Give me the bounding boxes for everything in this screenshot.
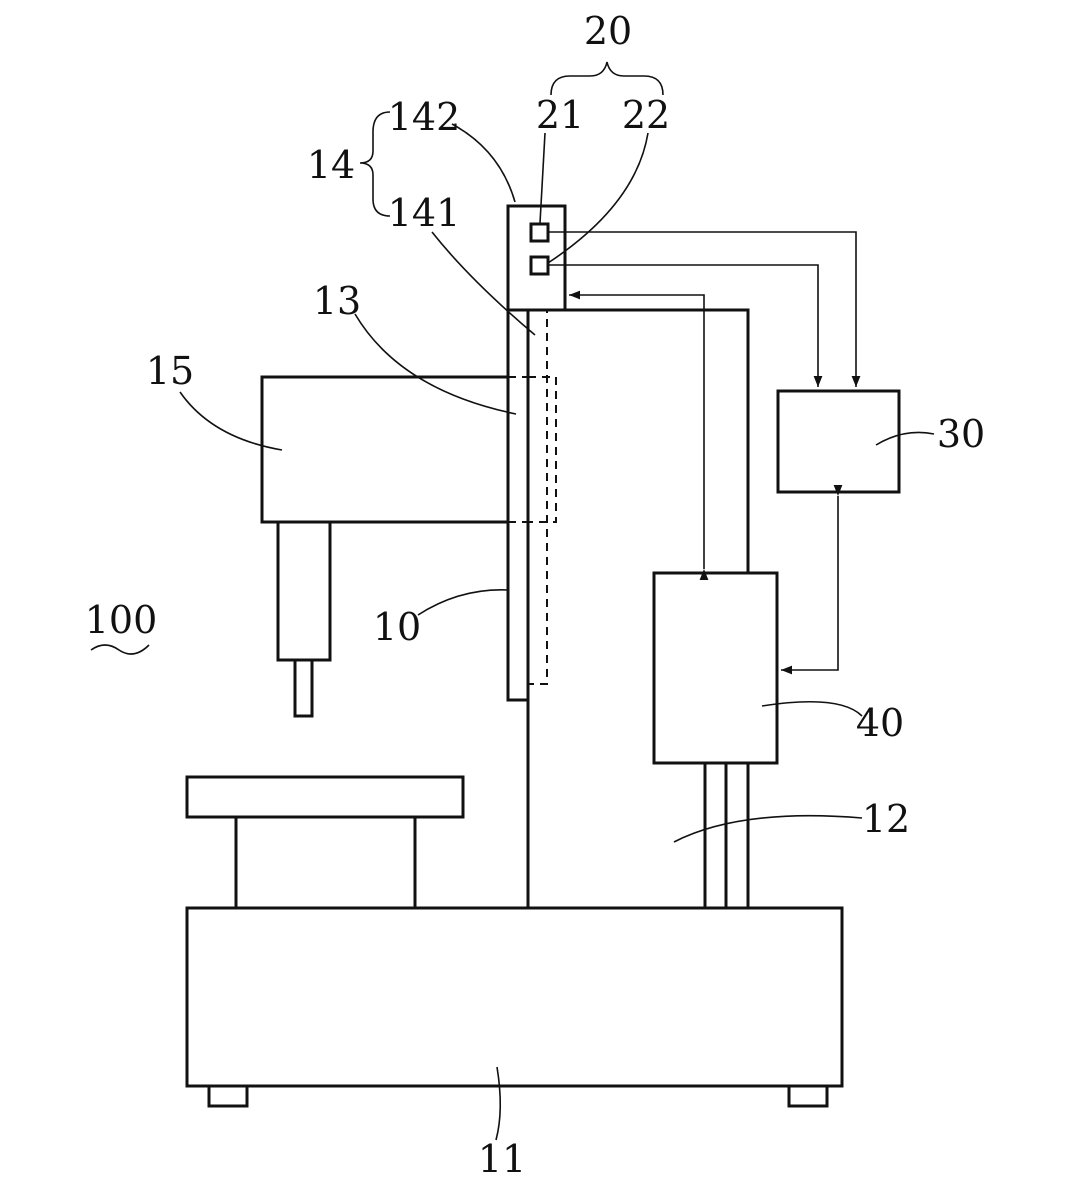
- arrow-21-to-30: [548, 231, 861, 387]
- working-head: [260, 375, 557, 718]
- label-142: 142: [388, 95, 461, 139]
- label-100: 100: [85, 598, 158, 642]
- tool: [293, 658, 314, 718]
- work-table: [185, 775, 465, 908]
- leader-lines: [90, 61, 935, 1141]
- label-10: 10: [373, 605, 421, 649]
- label-21: 21: [536, 93, 584, 137]
- cable-12: [565, 308, 750, 908]
- slide-rail: [506, 308, 530, 702]
- spindle: [276, 520, 332, 662]
- scale-141: [527, 309, 548, 685]
- sensor-21: [529, 222, 550, 243]
- label-22: 22: [622, 93, 670, 137]
- controller-40: [652, 571, 779, 765]
- label-14: 14: [307, 143, 355, 187]
- label-15: 15: [146, 349, 194, 393]
- arrow-40-to-30: [781, 484, 843, 675]
- sensor-22: [529, 255, 550, 276]
- left-foot: [207, 1084, 249, 1108]
- label-20: 20: [584, 9, 632, 53]
- arrow-22-to-30: [548, 264, 823, 387]
- vertical-column: [506, 308, 530, 908]
- machine-base: [185, 906, 844, 1108]
- label-13: 13: [313, 279, 361, 323]
- signal-lines: [548, 231, 861, 675]
- arrow-40-to-housing: [569, 290, 709, 581]
- label-12: 12: [862, 797, 910, 841]
- right-foot: [787, 1084, 829, 1108]
- reference-numerals: 20 21 22 142 14 141 13 15 30 100 10 40 1…: [85, 9, 985, 1181]
- label-11: 11: [478, 1137, 526, 1181]
- label-141: 141: [388, 191, 461, 235]
- label-40: 40: [856, 701, 904, 745]
- label-30: 30: [937, 412, 985, 456]
